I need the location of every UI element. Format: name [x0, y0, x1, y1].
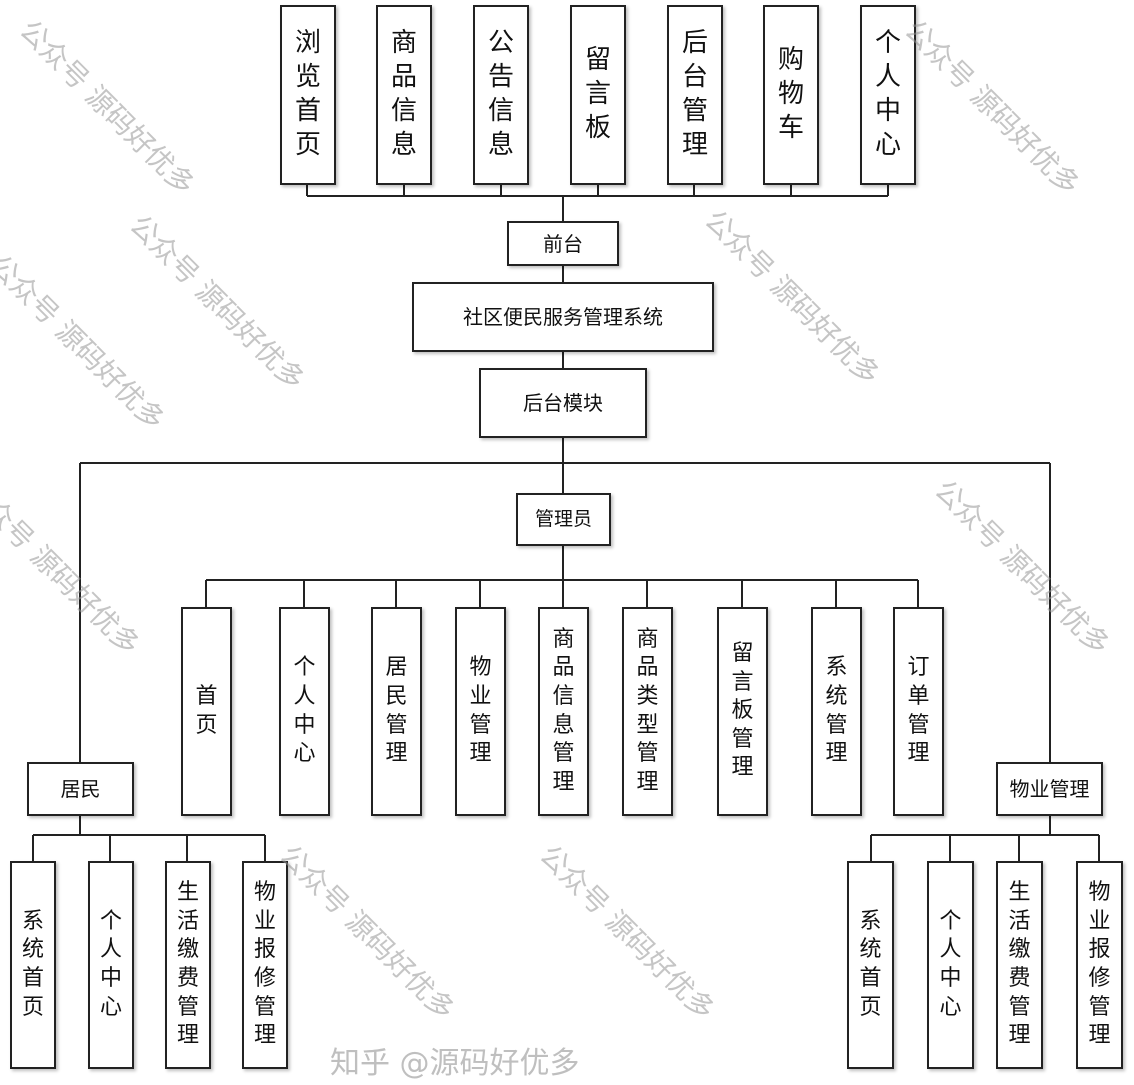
resident-module-box-label: 个人中心 — [100, 908, 123, 1020]
resident-module-box: 生活缴费管理 — [165, 861, 211, 1069]
frontend-module-box: 后台管理 — [667, 5, 723, 185]
admin-module-box-label: 个人中心 — [293, 655, 316, 767]
admin-module-box: 系统管理 — [811, 607, 862, 816]
resident-module-box: 个人中心 — [88, 861, 134, 1069]
system-box: 社区便民服务管理系统 — [412, 282, 714, 352]
property-module-box: 个人中心 — [927, 861, 974, 1069]
resident-module-box: 系统首页 — [10, 861, 56, 1069]
frontend-module-box-label: 购物车 — [778, 45, 805, 143]
property-module-box-label: 个人中心 — [939, 908, 962, 1020]
admin-module-box-label: 商品类型管理 — [636, 626, 659, 795]
frontend-box-label: 前台 — [543, 231, 583, 256]
admin-module-box: 物业管理 — [455, 607, 506, 816]
frontend-module-box-label: 留言板 — [585, 45, 612, 143]
frontend-module-box: 公告信息 — [473, 5, 529, 185]
frontend-module-box-label: 公告信息 — [488, 28, 515, 160]
admin-module-box-label: 首页 — [195, 683, 218, 738]
backend-box: 后台模块 — [479, 368, 647, 438]
property-module-box: 物业报修管理 — [1076, 861, 1123, 1069]
admin-module-box: 留言板管理 — [717, 607, 768, 816]
frontend-module-box: 商品信息 — [376, 5, 432, 185]
backend-box-label: 后台模块 — [523, 391, 603, 415]
admin-module-box: 商品信息管理 — [538, 607, 589, 816]
admin-module-box-label: 物业管理 — [469, 655, 492, 767]
admin-module-box-label: 留言板管理 — [731, 641, 754, 781]
admin-box: 管理员 — [516, 493, 611, 546]
frontend-module-box: 个人中心 — [860, 5, 916, 185]
property-module-box-label: 物业报修管理 — [1088, 880, 1111, 1049]
admin-module-box-label: 系统管理 — [825, 655, 848, 767]
frontend-module-box: 留言板 — [570, 5, 626, 185]
admin-module-box: 首页 — [181, 607, 232, 816]
property-module-box-label: 系统首页 — [859, 908, 882, 1020]
frontend-module-box: 浏览首页 — [280, 5, 336, 185]
admin-module-box: 居民管理 — [371, 607, 422, 816]
frontend-module-box: 购物车 — [763, 5, 819, 185]
frontend-module-box-label: 商品信息 — [391, 28, 418, 160]
resident-box: 居民 — [27, 762, 134, 816]
frontend-box: 前台 — [507, 221, 619, 266]
admin-module-box-label: 商品信息管理 — [552, 626, 575, 795]
property-box-label: 物业管理 — [1009, 777, 1090, 801]
admin-module-box-label: 居民管理 — [385, 655, 408, 767]
admin-module-box-label: 订单管理 — [907, 655, 930, 767]
resident-module-box-label: 系统首页 — [22, 908, 45, 1020]
zhihu-watermark: 知乎 @源码好优多 — [330, 1046, 580, 1081]
resident-module-box-label: 物业报修管理 — [254, 880, 277, 1049]
admin-module-box: 商品类型管理 — [622, 607, 673, 816]
property-module-box: 生活缴费管理 — [996, 861, 1043, 1069]
resident-module-box: 物业报修管理 — [242, 861, 288, 1069]
property-module-box: 系统首页 — [847, 861, 894, 1069]
admin-module-box: 个人中心 — [279, 607, 330, 816]
resident-module-box-label: 生活缴费管理 — [177, 880, 200, 1049]
frontend-module-box-label: 浏览首页 — [295, 28, 322, 160]
frontend-module-box-label: 个人中心 — [875, 28, 902, 160]
resident-box-label: 居民 — [60, 777, 101, 801]
admin-box-label: 管理员 — [534, 508, 592, 531]
property-module-box-label: 生活缴费管理 — [1008, 880, 1031, 1049]
property-box: 物业管理 — [996, 762, 1103, 816]
frontend-module-box-label: 后台管理 — [682, 28, 709, 160]
system-box-label: 社区便民服务管理系统 — [463, 305, 663, 329]
admin-module-box: 订单管理 — [893, 607, 944, 816]
